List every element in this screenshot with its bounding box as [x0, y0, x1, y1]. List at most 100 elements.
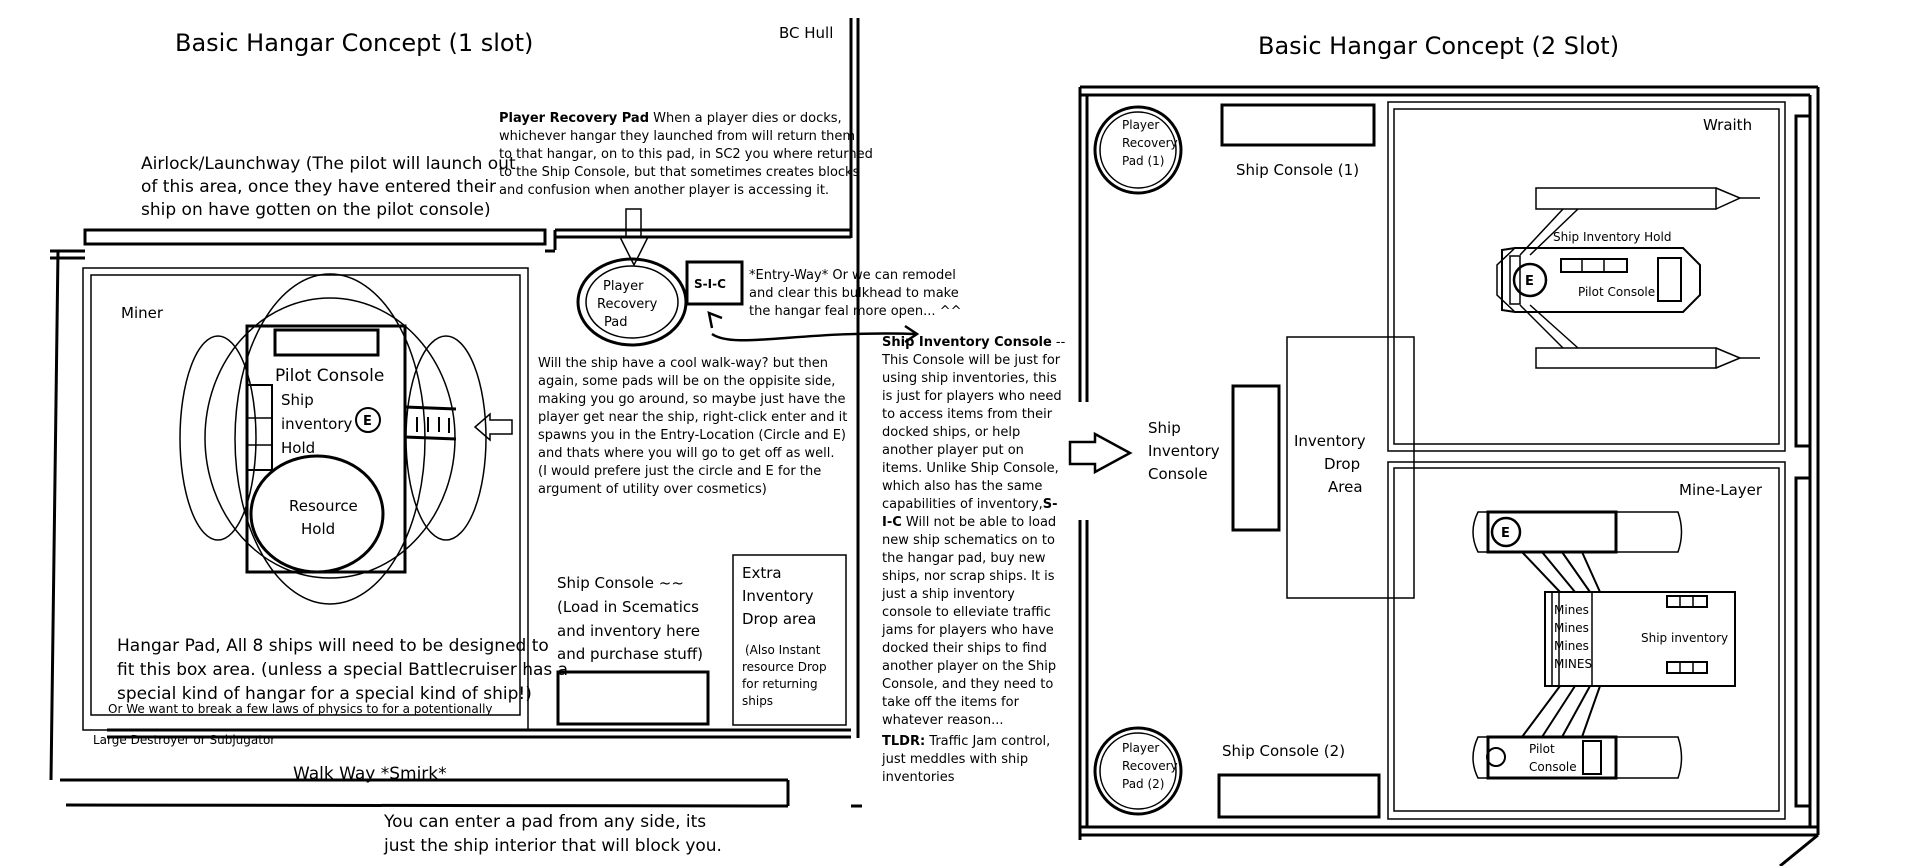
- mines-label-2: Mines: [1554, 621, 1589, 635]
- ship-console-2-label: Ship Console (2): [1222, 742, 1345, 760]
- ship-console-line-4: and purchase stuff): [557, 645, 703, 663]
- inventory-drop-label-1: Inventory: [1294, 432, 1366, 450]
- walkway-question-2: again, some pads will be on the oppisite…: [538, 374, 835, 389]
- ship-console-line-3: and inventory here: [557, 622, 700, 640]
- sic-note-line-5: docked ships, or help: [882, 425, 1020, 440]
- sic-note-heading-line: Ship Inventory Console --: [882, 335, 1066, 350]
- recovery-note-line-0: Player Recovery Pad When a player dies o…: [499, 111, 842, 126]
- sic-right-label-2: Inventory: [1148, 442, 1220, 460]
- sic-note-line-3: is just for players who need: [882, 389, 1062, 404]
- ship-inventory-hold-2: inventory: [281, 415, 353, 433]
- entry-arrow: [473, 412, 513, 442]
- extra-drop-sub-1: (Also Instant: [745, 643, 821, 657]
- sic-note-line-4: to access items from their: [882, 407, 1053, 422]
- ship-console-pad: [556, 670, 710, 726]
- mine-layer-ship: [1472, 510, 1736, 780]
- recovery-pad-label-1: Player: [603, 279, 644, 294]
- resource-hold-2: Hold: [301, 520, 335, 538]
- extra-drop-sub-2: resource Drop: [742, 660, 827, 674]
- airlock-line-2: of this area, once they have entered the…: [141, 177, 496, 197]
- sic-label: S-I-C: [694, 277, 726, 291]
- right-labels: Basic Hangar Concept (2 Slot) Player Rec…: [1122, 32, 1763, 791]
- sic-note-bold-mid: S-: [1043, 497, 1058, 512]
- recovery-note-line-2: to that hangar, on to this pad, in SC2 y…: [499, 147, 873, 162]
- sic-note-line-17: docked their ships to find: [882, 641, 1047, 656]
- ship-inventory-hold-3: Hold: [281, 439, 315, 457]
- entryway-line-1: *Entry-Way* Or we can remodel: [749, 268, 956, 283]
- ship-inventory-hold-1: Ship: [281, 391, 314, 409]
- extra-drop-sub-3: for returning: [742, 677, 818, 691]
- recovery-note-first-rest: When a player dies or docks,: [649, 111, 842, 126]
- recovery-pad-label-3: Pad: [604, 315, 627, 330]
- miner-label: Miner: [121, 304, 164, 322]
- sic-right-label-1: Ship: [1148, 419, 1181, 437]
- sic-note-tldr: TLDR:: [882, 734, 925, 749]
- sic-box-right: [1231, 384, 1281, 532]
- inventory-drop-area-box: [1286, 336, 1415, 599]
- sic-note-line-11: new ship schematics on to: [882, 533, 1055, 548]
- ship-console-1-box: [1220, 103, 1376, 147]
- recovery-pad-2-label-3: Pad (2): [1122, 777, 1164, 791]
- walkway-question-4: player get near the ship, right-click en…: [538, 410, 847, 425]
- pilot-console-label: Pilot Console: [275, 366, 384, 386]
- wraith-label: Wraith: [1703, 116, 1752, 134]
- mine-layer-label: Mine-Layer: [1679, 481, 1763, 499]
- recovery-pad-2-label-2: Recovery: [1122, 759, 1178, 773]
- sic-note-bold-start: I-C: [882, 515, 902, 530]
- right-title: Basic Hangar Concept (2 Slot): [1258, 32, 1619, 60]
- recovery-note-heading: Player Recovery Pad: [499, 111, 649, 126]
- wraith-ship: [1496, 187, 1760, 369]
- wraith-pilot-console-label: Pilot Console: [1578, 285, 1655, 299]
- left-hangar-plan: [49, 18, 920, 808]
- left-title: Basic Hangar Concept (1 slot): [175, 29, 533, 57]
- physics-line: Or We want to break a few laws of physic…: [108, 702, 493, 716]
- entryway-line-2: and clear this bulkhead to make: [749, 286, 959, 301]
- mines-label-3: Mines: [1554, 639, 1589, 653]
- inventory-drop-label-2: Drop: [1324, 455, 1360, 473]
- ship-inventory-label: Ship inventory: [1641, 631, 1728, 645]
- sic-note-tldr-rest: Traffic Jam control,: [925, 734, 1050, 749]
- wraith-entry-e: E: [1525, 274, 1534, 289]
- recovery-note-line-1: whichever hangar they launched from will…: [499, 129, 855, 144]
- extra-drop-area: [732, 554, 847, 726]
- recovery-pad-1-label-1: Player: [1122, 118, 1159, 132]
- ship-console-line-1: Ship Console ~~: [557, 574, 684, 592]
- sic-note-line-18: another player on the Ship: [882, 659, 1056, 674]
- recovery-pad-2-label-1: Player: [1122, 741, 1159, 755]
- sic-note-heading-rest: --: [1052, 335, 1066, 350]
- inventory-drop-label-3: Area: [1328, 478, 1363, 496]
- recovery-pad-2-circle: [1093, 726, 1183, 816]
- recovery-pad-1-circle: [1093, 105, 1183, 195]
- mine-layer-pilot-console-2: Console: [1529, 760, 1577, 774]
- recovery-note-line-4: and confusion when another player is acc…: [499, 183, 829, 198]
- right-hangar-plan: [1068, 85, 1820, 866]
- enter-note-1: You can enter a pad from any side, its: [383, 812, 706, 832]
- extra-drop-line-1: Extra: [742, 564, 782, 582]
- ship-console-2-box: [1217, 773, 1381, 819]
- walkway-question-6: and thats where you will go to get off a…: [538, 446, 834, 461]
- walkway-question-7: (I would prefere just the circle and E f…: [538, 464, 821, 479]
- mines-label-1: Mines: [1554, 603, 1589, 617]
- extra-drop-line-3: Drop area: [742, 610, 816, 628]
- sic-note-tldr-2: just meddles with ship: [881, 752, 1028, 767]
- bc-hull-label: BC Hull: [779, 24, 833, 42]
- sic-note-line-7: items. Unlike Ship Console,: [882, 461, 1059, 476]
- sic-note-after-bold: Will not be able to load: [902, 515, 1056, 530]
- sic-note-line-9: capabilities of inventory,S-: [882, 497, 1057, 512]
- destroyer-line: Large Destroyer or Subjugator: [93, 733, 275, 747]
- ship-console-1-label: Ship Console (1): [1236, 161, 1359, 179]
- airlock-line-3: ship on have gotten on the pilot console…: [141, 200, 491, 220]
- ship-console-line-2: (Load in Scematics: [557, 598, 699, 616]
- sic-note-heading: Ship Inventory Console: [882, 335, 1052, 350]
- sic-note-line-13: ships, nor scrap ships. It is: [882, 569, 1055, 584]
- wraith-inventory-hold-label: Ship Inventory Hold: [1553, 230, 1671, 244]
- sic-note-line-2: using ship inventories, this: [882, 371, 1057, 386]
- extra-drop-line-2: Inventory: [742, 587, 814, 605]
- recovery-note-line-3: to the Ship Console, but that sometimes …: [499, 165, 860, 180]
- sic-note-line-10: I-C Will not be able to load: [882, 515, 1056, 530]
- sic-note-tldr-line: TLDR: Traffic Jam control,: [882, 734, 1050, 749]
- walkway-question-3: making you go around, so maybe just have…: [538, 392, 846, 407]
- right-entry-arrow: [1068, 431, 1133, 475]
- sic-box: [685, 260, 744, 306]
